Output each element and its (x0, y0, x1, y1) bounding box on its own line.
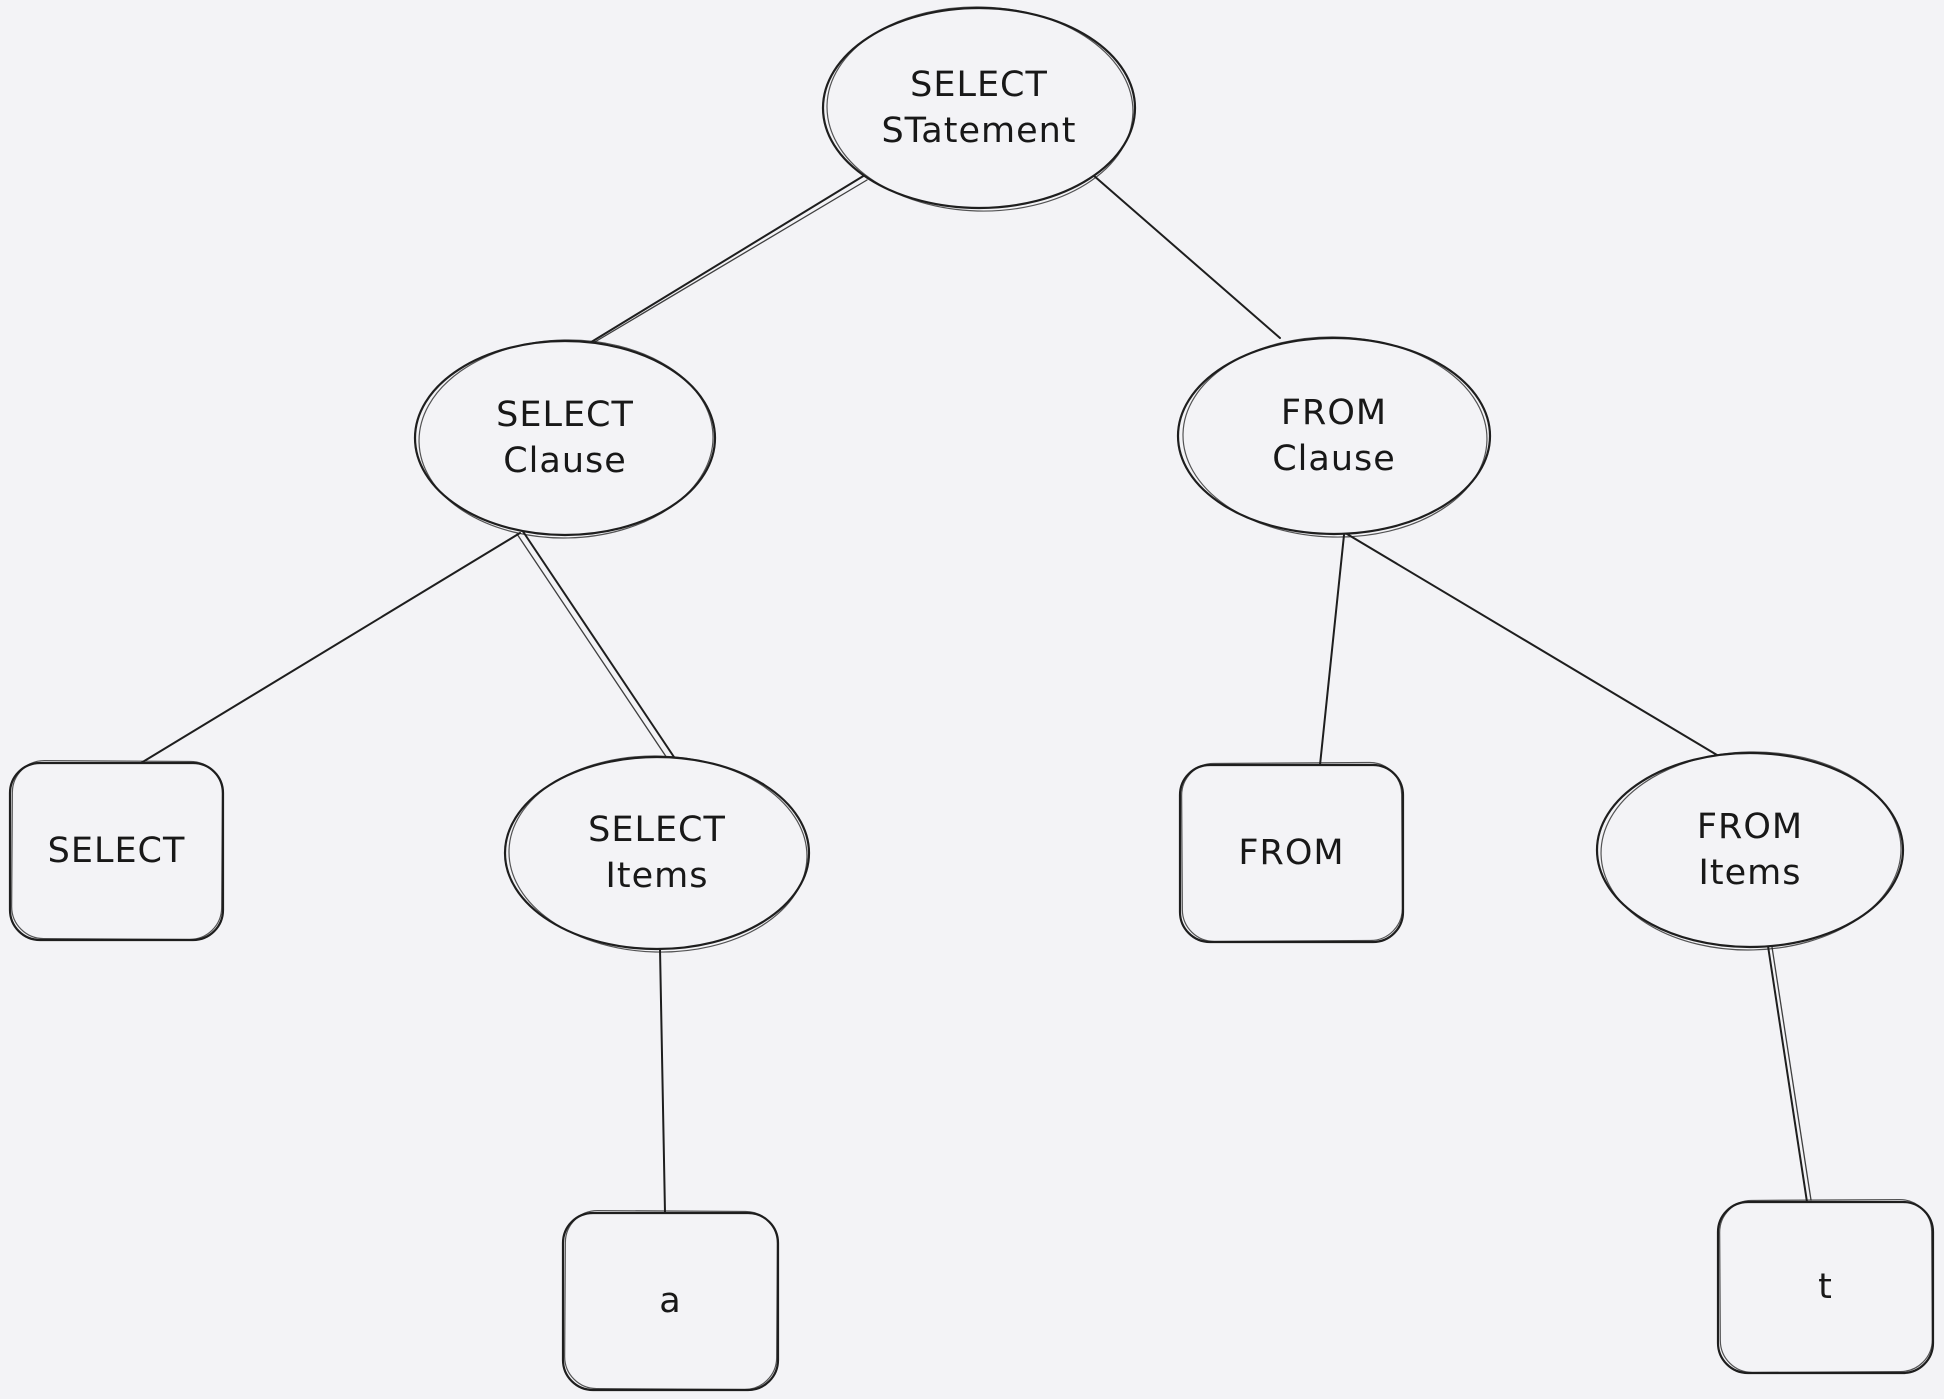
edge-from-clause-to-from-items (1346, 533, 1718, 756)
node-from-clause-shape (1176, 336, 1492, 536)
node-select-clause-shape-sketch (418, 339, 714, 539)
node-select-items-shape (503, 755, 811, 951)
edge-select-clause-to-select-keyword (140, 532, 521, 764)
node-from-keyword-shape-sketch (1181, 761, 1403, 943)
edge-select-clause-to-select-items (521, 529, 675, 758)
edge-select-statement-to-from-clause (1092, 174, 1281, 339)
edge-select-statement-to-select-clause-sketch (582, 179, 868, 350)
node-select-item-a-shape-sketch (564, 1209, 778, 1391)
edge-from-items-to-from-item-t-sketch (1771, 946, 1812, 1201)
shape-layer (8, 6, 1935, 1392)
node-select-keyword-shape (8, 761, 225, 942)
edge-select-items-to-select-item-a (659, 948, 666, 1214)
node-select-statement-shape (821, 6, 1137, 210)
node-select-keyword-shape-sketch (11, 759, 223, 941)
node-from-keyword-shape (1178, 763, 1405, 944)
edge-layer (140, 174, 1812, 1214)
node-select-statement-shape-sketch (826, 6, 1134, 212)
edge-select-statement-to-select-clause (587, 174, 866, 345)
node-select-clause-shape (413, 339, 717, 537)
node-select-item-a-shape (561, 1211, 780, 1392)
node-from-item-t-shape-sketch (1719, 1198, 1933, 1374)
node-select-items-shape-sketch (508, 755, 808, 953)
edge-from-clause-to-from-keyword (1319, 534, 1345, 766)
node-from-item-t-shape (1716, 1200, 1935, 1375)
node-from-clause-shape-sketch (1182, 336, 1488, 538)
edge-from-items-to-from-item-t (1767, 945, 1808, 1203)
edge-select-clause-to-select-items-sketch (516, 533, 670, 762)
node-from-items-shape-sketch (1600, 751, 1902, 951)
node-from-items-shape (1595, 751, 1905, 949)
